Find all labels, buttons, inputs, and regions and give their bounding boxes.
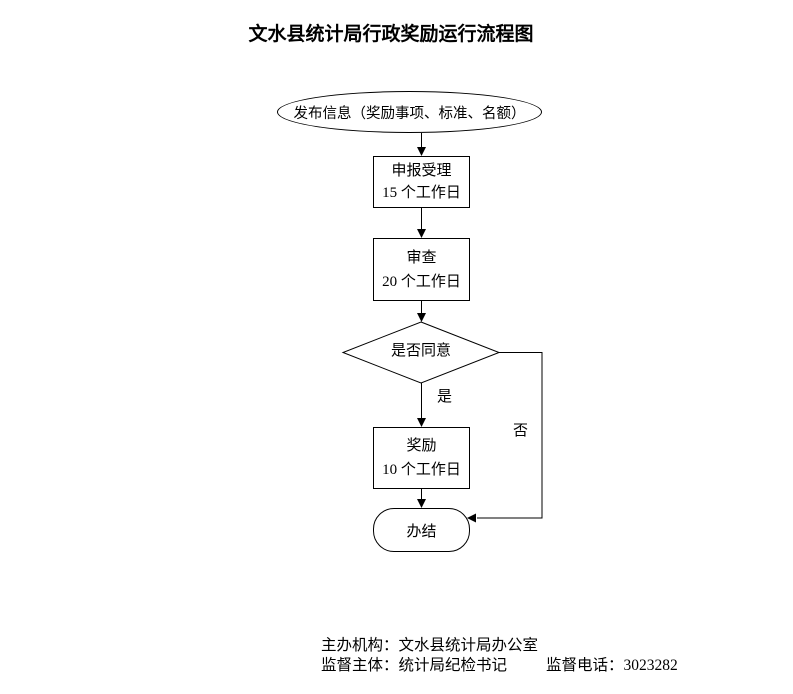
start-label: 发布信息（奖励事项、标准、名额） (293, 105, 526, 122)
end-terminator: 办结 (373, 508, 470, 552)
process-label: 审查 (406, 249, 437, 266)
process-label: 申报受理 (391, 163, 452, 179)
arrow-down-icon (417, 313, 426, 322)
footer-supervision-line: 监督主体：统计局纪检书记 监督电话：3023282 (321, 656, 678, 676)
footer-phone: 监督电话：3023282 (546, 656, 678, 674)
process-box-application: 申报受理 15 个工作日 (373, 156, 470, 208)
arrow-down-icon (417, 418, 426, 427)
process-duration: 15 个工作日 (382, 185, 461, 201)
branch-label-yes: 是 (437, 389, 453, 405)
footer-organizer: 主办机构：文水县统计局办公室 (321, 637, 539, 654)
decision-label: 是否同意 (390, 343, 451, 359)
footer-supervisor: 监督主体：统计局纪检书记 (321, 656, 508, 674)
process-box-review: 审查 20 个工作日 (373, 238, 470, 301)
process-label: 奖励 (406, 438, 437, 454)
page-title: 文水县统计局行政奖励运行流程图 (248, 24, 534, 45)
arrow-down-icon (417, 229, 426, 238)
process-duration: 20 个工作日 (382, 273, 461, 290)
no-branch-line (477, 352, 543, 519)
end-label: 办结 (406, 523, 437, 540)
process-box-reward: 奖励 10 个工作日 (373, 427, 470, 489)
branch-label-no: 否 (513, 423, 529, 439)
process-duration: 10 个工作日 (382, 462, 461, 478)
footer: 主办机构：文水县统计局办公室 监督主体：统计局纪检书记 监督电话：3023282 (321, 636, 678, 675)
start-terminator: 发布信息（奖励事项、标准、名额） (277, 91, 542, 133)
arrow-down-icon (417, 499, 426, 508)
arrow-down-icon (417, 147, 426, 156)
